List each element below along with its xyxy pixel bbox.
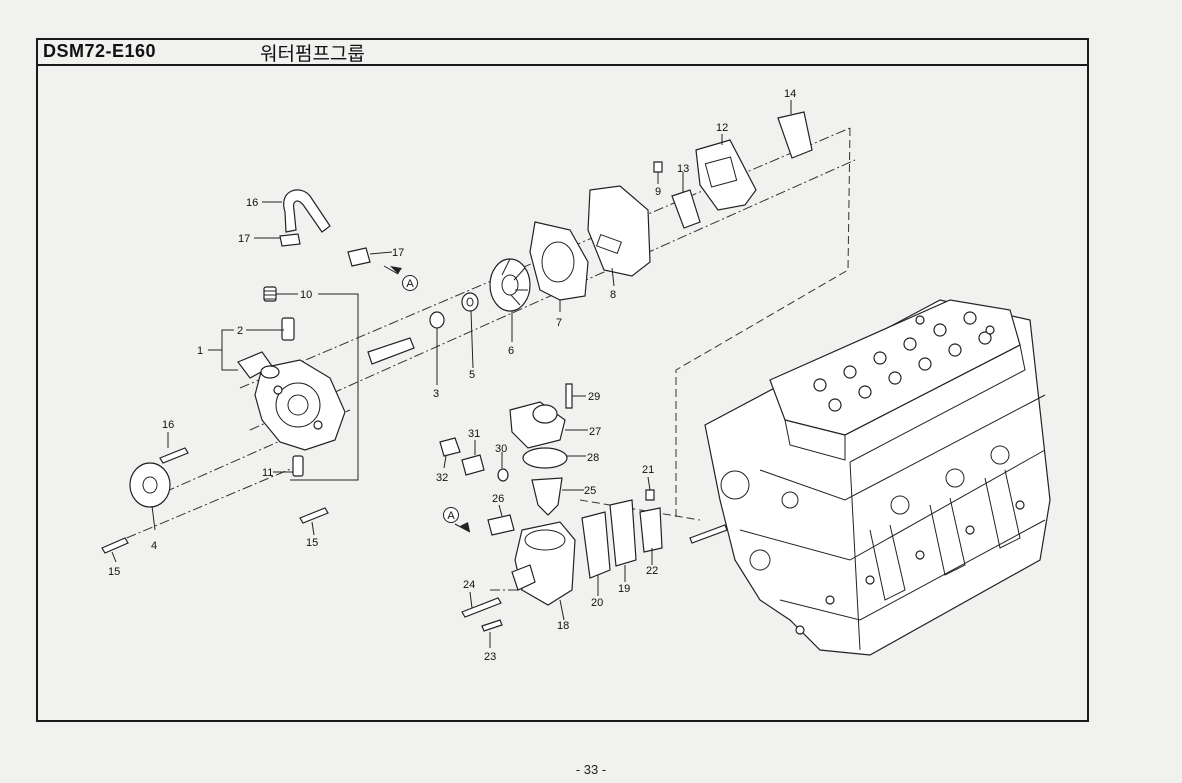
callout-numbers: 1 2 3 4 5 6 7 8 9 10 11 12 13 14 15 15 1… [108, 88, 796, 663]
engine-block [704, 299, 1051, 656]
callout-28: 28 [587, 452, 599, 464]
callout-13: 13 [677, 163, 689, 175]
model-code: DSM72-E160 [43, 41, 157, 61]
part-22-gasket [639, 507, 663, 553]
callout-9: 9 [655, 186, 661, 198]
flow-arrow-lower [454, 523, 471, 533]
callout-12: 12 [716, 122, 728, 134]
callout-16-bolt: 16 [162, 419, 174, 431]
leader-lines [111, 100, 792, 648]
arrow-head-lower [460, 522, 470, 532]
callout-26: 26 [492, 493, 504, 505]
callout-5: 5 [469, 369, 475, 381]
group-title: 워터펌프그룹 [260, 43, 365, 65]
part-5-bearing [461, 292, 479, 312]
part-28-o-ring [522, 447, 568, 469]
part-21-bolt [645, 489, 655, 501]
page-number: - 33 - [575, 762, 607, 777]
callout-17-right: 17 [392, 247, 404, 259]
part-6-impeller [489, 258, 531, 312]
coil-lines [264, 290, 276, 300]
part-32-sensor [439, 437, 461, 457]
part-19-plate [609, 499, 637, 567]
callout-16-hose: 16 [246, 197, 258, 209]
callout-18: 18 [557, 620, 569, 632]
part-24-bolt [461, 597, 502, 618]
callout-15-right: 15 [306, 537, 318, 549]
callout-24: 24 [463, 579, 475, 591]
callout-6: 6 [508, 345, 514, 357]
callout-20: 20 [591, 597, 603, 609]
part-12-housing [695, 139, 757, 211]
part-25-thermostat [531, 477, 563, 516]
cylinder-head-bolts [813, 311, 995, 412]
part-13-gasket [671, 189, 701, 229]
callout-32: 32 [436, 472, 448, 484]
reference-marker-a-lower: A [443, 507, 459, 523]
part-15-bolt-right [299, 507, 329, 524]
callout-23: 23 [484, 651, 496, 663]
callout-22: 22 [646, 565, 658, 577]
title-bar: DSM72-E160 워터펌프그룹 [38, 40, 1087, 66]
callout-15-left: 15 [108, 566, 120, 578]
svg-text:A: A [406, 278, 414, 290]
part-11-dowel [292, 455, 304, 477]
callout-4: 4 [151, 540, 157, 552]
arrow-head-upper [390, 266, 402, 274]
part-2-sleeve [281, 317, 295, 341]
callout-14: 14 [784, 88, 796, 100]
part-3-seal [429, 311, 445, 329]
callout-27: 27 [589, 426, 601, 438]
part-17-clamp-right [347, 247, 371, 267]
part-16-bolt [159, 447, 189, 464]
diagram-frame: DSM72-E160 워터펌프그룹 [36, 38, 1089, 722]
part-9-bolt [653, 161, 663, 173]
part-16-hose [283, 189, 331, 233]
callout-3: 3 [433, 388, 439, 400]
callout-7: 7 [556, 317, 562, 329]
callout-19: 19 [618, 583, 630, 595]
part-17-clamp-left [279, 233, 301, 247]
part-18-thermostat-housing [511, 521, 576, 606]
part-20-gasket [581, 511, 611, 579]
part-31-adapter [461, 454, 485, 476]
part-23-bolt [481, 619, 503, 632]
callout-10: 10 [300, 289, 312, 301]
callout-25: 25 [584, 485, 596, 497]
callout-30: 30 [495, 443, 507, 455]
flow-arrow-upper [383, 265, 399, 275]
part-4-pulley [129, 462, 171, 508]
part-7-gasket [529, 221, 589, 301]
callout-8: 8 [610, 289, 616, 301]
part-29-bolt [565, 383, 573, 409]
svg-text:A: A [447, 510, 455, 522]
callout-17-left: 17 [238, 233, 250, 245]
part-15-bolt-left [101, 537, 129, 554]
part-26-fitting [487, 514, 515, 536]
callout-1: 1 [197, 345, 203, 357]
part-8-plate [587, 185, 651, 277]
pump-shaft [367, 337, 415, 365]
reference-marker-a-upper: A [402, 275, 418, 291]
block-features [720, 445, 1025, 635]
stud-bolt [689, 524, 728, 544]
callout-2: 2 [237, 325, 243, 337]
callout-31: 31 [468, 428, 480, 440]
part-14-ring [777, 111, 813, 159]
part-30-washer [497, 468, 509, 482]
callout-21: 21 [642, 464, 654, 476]
water-pump-body [237, 351, 346, 451]
callout-11: 11 [262, 467, 273, 479]
callout-29: 29 [588, 391, 600, 403]
